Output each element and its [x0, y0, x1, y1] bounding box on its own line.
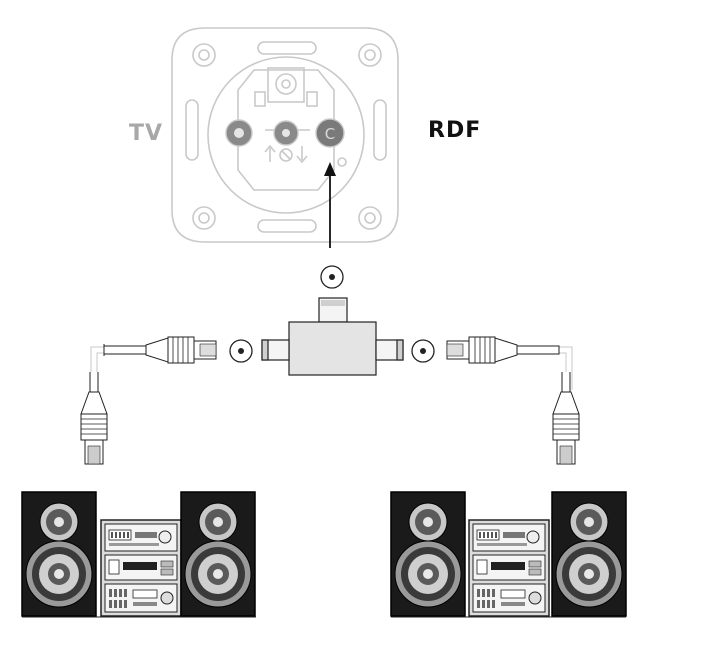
- rdf-port-icon: C: [315, 118, 345, 148]
- ring-left-icon: [229, 339, 253, 363]
- left-cable-end-icon: [80, 371, 108, 465]
- connection-arrow: [324, 162, 336, 248]
- right-stereo-system-icon: [390, 491, 627, 618]
- ring-top-icon: [320, 265, 344, 289]
- left-plug-icon: [103, 336, 217, 364]
- tv-label: TV: [129, 121, 164, 146]
- splitter-icon: [261, 297, 404, 376]
- rdf-label: RDF: [428, 118, 482, 143]
- ring-right-icon: [411, 339, 435, 363]
- tv-port-icon: [225, 119, 253, 147]
- right-plug-icon: [446, 336, 560, 364]
- right-cable-end-icon: [552, 371, 580, 465]
- port-letter: C: [325, 125, 335, 143]
- left-stereo-system-icon: [21, 491, 256, 618]
- antenna-wall-socket-icon: [171, 27, 399, 243]
- center-port-icon: [273, 120, 299, 146]
